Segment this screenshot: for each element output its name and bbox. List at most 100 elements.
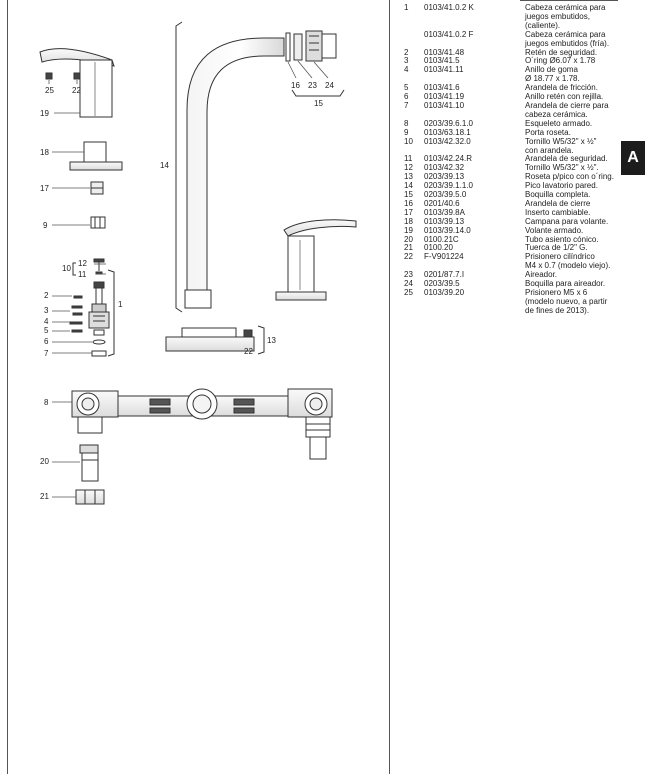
part-number: 5 [404, 83, 409, 93]
part-description-line: Arandela de cierre [525, 198, 591, 208]
bell-cover [69, 141, 123, 171]
bracket-15 [291, 89, 345, 97]
part-description: Arandela de seguridad. [525, 155, 626, 164]
part-code: 0203/39.13 [424, 172, 465, 182]
part-description-line: Volante armado. [525, 225, 584, 235]
callout-15: 15 [314, 99, 323, 108]
part-description-line: Anillo retén con rejilla. [525, 92, 604, 102]
part-description-line: Aireador. [525, 270, 558, 280]
part-code: 0103/41.0.2 F [424, 29, 474, 39]
part-number: 15 [404, 190, 413, 200]
part-description: Tuerca de 1/2" G. [525, 244, 626, 253]
part-description-line: cabeza cerámica. [525, 109, 588, 119]
small-grub-screw-22 [73, 72, 81, 80]
left-page-border [7, 0, 8, 774]
part-code: 0103/39.14.0 [424, 225, 471, 235]
part-description-line: M4 x 0.7 (modelo viejo). [525, 261, 611, 271]
part-code: 0103/42.32.0 [424, 136, 471, 146]
callout-10: 10 [62, 264, 71, 273]
part-code: 0103/41.0.2 K [424, 3, 474, 12]
part-number: 4 [404, 65, 409, 75]
part-code: 0103/41.10 [424, 100, 465, 110]
bracket-10 [72, 262, 76, 276]
cartridge-rings [69, 295, 107, 357]
part-number: 17 [404, 207, 413, 217]
part-description: Roseta p/pico con o´ring. [525, 172, 626, 182]
part-code: 0203/39.6.1.0 [424, 118, 473, 128]
part-description-line: Cabeza cerámica para [525, 3, 606, 12]
part-description: O´ring Ø6.07 x 1.78 [525, 57, 626, 66]
part-description-line: Tornillo W5/32" x ½". [525, 163, 599, 173]
top-rule [520, 0, 618, 1]
column-divider [389, 0, 390, 774]
small-grub-screw-25 [45, 72, 53, 80]
part-code: 0103/41.19 [424, 92, 465, 102]
part-description-line: Porta roseta. [525, 127, 571, 137]
part-number: 11 [404, 154, 413, 164]
part-description: Inserto cambiable. [525, 208, 626, 218]
callout-18: 18 [40, 148, 49, 157]
part-description: Arandela de fricción. [525, 83, 626, 93]
part-code: 0103/39.20 [424, 288, 465, 297]
handle-lever [39, 48, 115, 118]
parts-list-row: 13 0203/39.13 Roseta p/pico con o´ring. [404, 172, 626, 182]
part-description-line: Boquilla completa. [525, 190, 591, 200]
callout-2: 2 [44, 291, 49, 300]
callout-16: 16 [291, 81, 300, 90]
part-description-line: Prisionero M5 x 6 [525, 288, 588, 297]
valve-manifold [71, 388, 333, 460]
wall-spout [184, 37, 285, 309]
part-description: Campana para volante. [525, 217, 626, 227]
part-description-line: (caliente). [525, 20, 561, 30]
aerator-parts [285, 30, 337, 62]
exploded-parts-diagram: 1 2 3 4 5 6 7 8 9 10 11 12 13 14 15 16 1… [39, 21, 357, 505]
half-inch-nut [75, 489, 105, 505]
part-description-line: Tornillo W5/32" x ½" [525, 136, 597, 146]
part-description: Tornillo W5/32" x ½"con arandela. [525, 136, 626, 156]
part-code: 0201/87.7.I [424, 270, 465, 280]
part-description-line: Boquilla para aireador. [525, 279, 606, 289]
part-description-line: Pico lavatorio pared. [525, 181, 598, 191]
callout-21: 21 [40, 492, 49, 501]
part-code: 0103/41.48 [424, 47, 465, 57]
part-description-line: Arandela de cierre para [525, 100, 609, 110]
part-description: Anillo retén con rejilla. [525, 92, 626, 102]
part-description-line: Retén de seguridad. [525, 47, 598, 57]
part-number: 3 [404, 56, 409, 66]
part-code: 0100.21C [424, 234, 459, 244]
callout-19: 19 [40, 109, 49, 118]
callout-22: 22 [72, 86, 81, 95]
part-description-line: Arandela de fricción. [525, 83, 598, 93]
part-code: 0203/39.5 [424, 279, 460, 289]
callout-6: 6 [44, 337, 49, 346]
part-description: Aireador. [525, 270, 626, 280]
part-number: 25 [404, 288, 413, 297]
part-number: 13 [404, 172, 413, 182]
part-code: 0203/39.1.1.0 [424, 181, 473, 191]
part-description-line: Esqueleto armado. [525, 118, 593, 128]
part-code: 0103/41.11 [424, 65, 464, 75]
ceramic-cartridge [88, 281, 110, 336]
part-description-line: Roseta p/pico con o´ring. [525, 172, 614, 182]
part-description: Tornillo W5/32" x ½". [525, 163, 626, 173]
right-valve-handle [275, 219, 357, 301]
part-description-line: Ø 18.77 x 1.78. [525, 74, 580, 84]
callout-25: 25 [45, 86, 54, 95]
part-code: 0103/42.24.R [424, 154, 473, 164]
part-number: 8 [404, 118, 409, 128]
part-number: 9 [404, 127, 409, 137]
